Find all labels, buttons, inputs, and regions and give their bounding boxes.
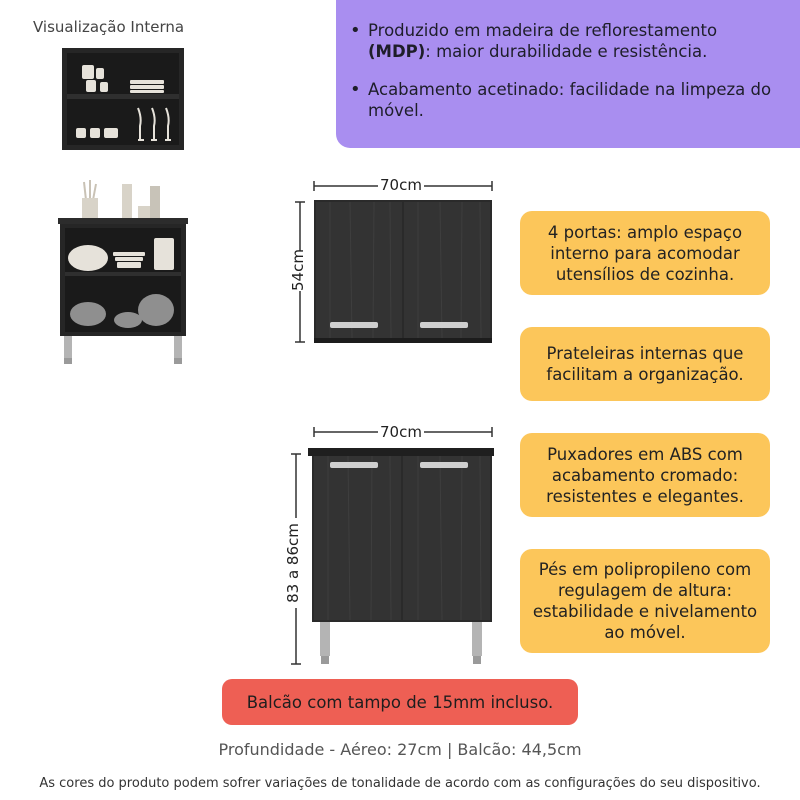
wall-cabinet-height-label: 54cm	[289, 249, 307, 291]
depth-info: Profundidade - Aéreo: 27cm | Balcão: 44,…	[218, 740, 582, 759]
base-cabinet-drawing	[291, 427, 494, 665]
feature-mdp-bold: (MDP)	[368, 42, 426, 61]
wall-cabinet-drawing	[295, 181, 493, 343]
features-panel: Produzido em madeira de reflorestamento …	[336, 0, 800, 148]
base-cabinet-height-label: 83 a 86cm	[284, 518, 302, 608]
feature-card-shelves: Prateleiras internas que facilitam a org…	[520, 327, 770, 401]
feature-bullet-finish: Acabamento acetinado: facilidade na limp…	[348, 79, 780, 121]
wall-cabinet-width-label: 70cm	[378, 176, 424, 194]
base-cabinet-width-label: 70cm	[378, 423, 424, 441]
feature-bullet-mdp: Produzido em madeira de reflorestamento …	[348, 20, 780, 62]
upper-cabinet-interior-image	[62, 48, 184, 150]
feature-mdp-text: Produzido em madeira de reflorestamento	[368, 21, 718, 40]
color-disclaimer: As cores do produto podem sofrer variaçõ…	[39, 776, 761, 791]
feature-card-doors: 4 portas: amplo espaço interno para acom…	[520, 211, 770, 295]
feature-mdp-tail: : maior durabilidade e resistência.	[425, 42, 708, 61]
feature-card-feet: Pés em polipropileno com regulagem de al…	[520, 549, 770, 653]
countertop-note: Balcão com tampo de 15mm incluso.	[222, 679, 578, 725]
base-cabinet-interior-image	[58, 180, 188, 364]
feature-card-handles: Puxadores em ABS com acabamento cromado:…	[520, 433, 770, 517]
internal-view-title: Visualização Interna	[33, 18, 185, 36]
